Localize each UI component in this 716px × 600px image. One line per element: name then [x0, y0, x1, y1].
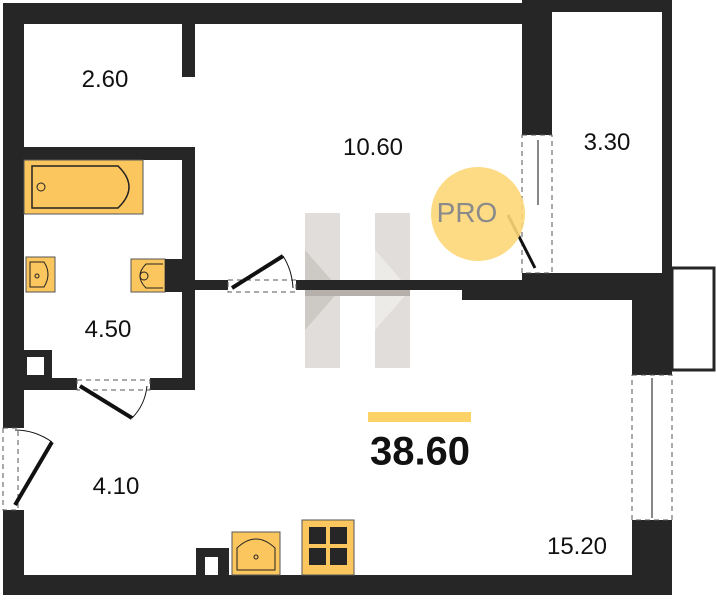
room-area-label: 15.20	[546, 533, 608, 560]
total-area-bar	[368, 412, 471, 422]
bathtub	[23, 159, 144, 215]
toilet	[130, 258, 182, 293]
room-area-label: 10.60	[342, 134, 404, 161]
room-area-label: 4.50	[84, 316, 132, 343]
shaft	[27, 357, 44, 375]
shaft-kitchen	[205, 557, 218, 575]
pro-badge-circle	[431, 167, 525, 261]
balcony-outline	[670, 266, 716, 372]
room-area-label: 2.60	[81, 66, 129, 93]
kitchen-sink	[231, 531, 281, 576]
walls	[3, 0, 672, 595]
openings	[2, 134, 673, 521]
room-area-label: 4.10	[92, 473, 140, 500]
total-area: 38.60	[369, 429, 471, 474]
bathroom-sink	[25, 256, 56, 293]
room-area-label: 3.30	[583, 129, 631, 156]
stove	[301, 519, 355, 576]
pro-badge: PRO	[436, 197, 498, 228]
watermark-logo	[305, 213, 410, 368]
